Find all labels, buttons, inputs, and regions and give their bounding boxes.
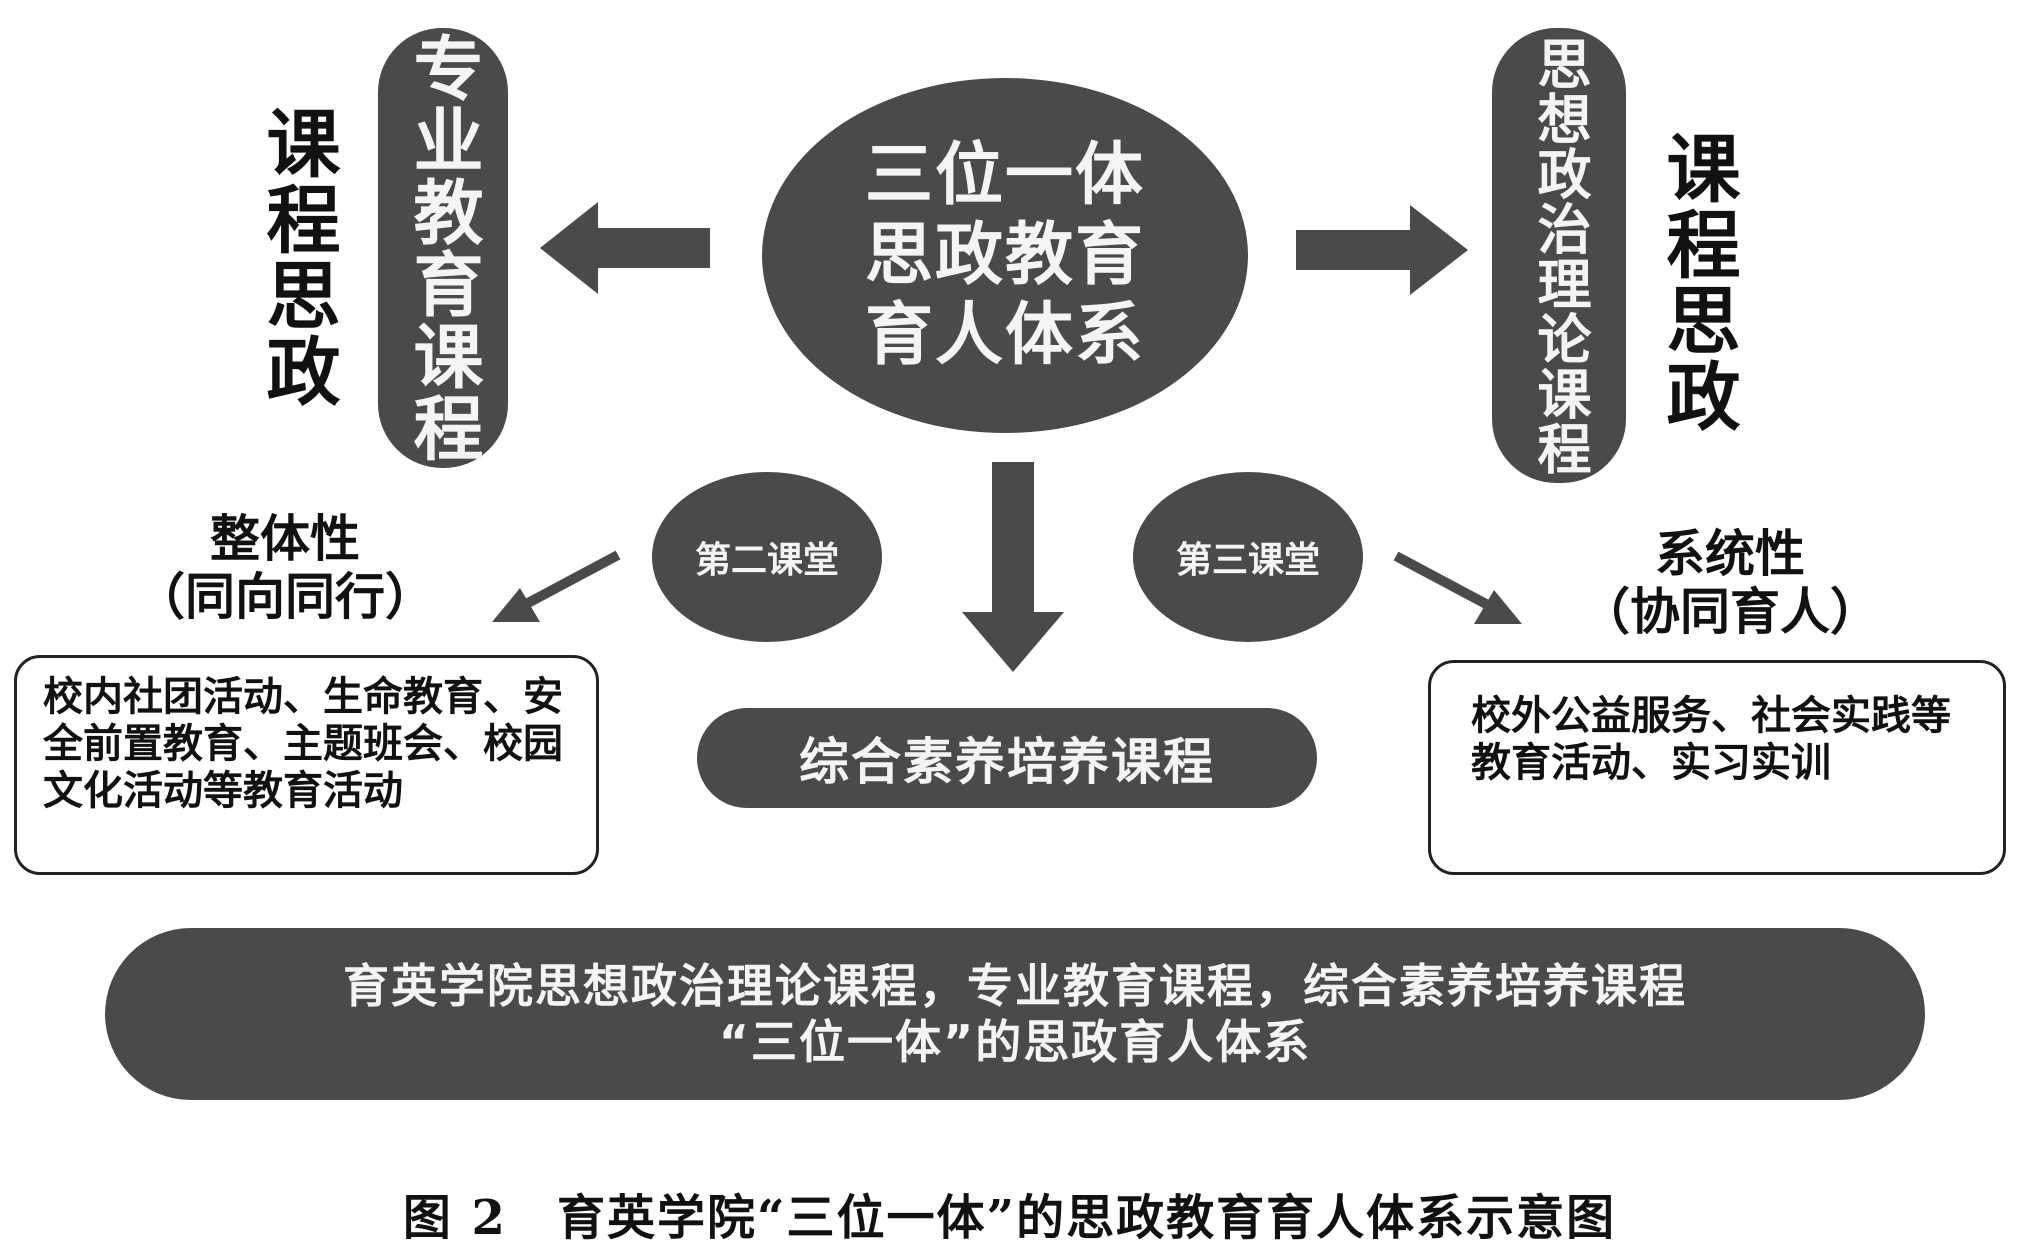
systematic-title: 系统性 bbox=[1655, 525, 1805, 583]
quality-course-pill: 综合素养培养课程 bbox=[697, 708, 1317, 808]
second-classroom-ellipse: 第二课堂 bbox=[652, 472, 882, 642]
central-system-ellipse: 三位一体 思政教育 育人体系 bbox=[762, 78, 1248, 433]
ideology-course-label: 思想政治理论课程 bbox=[1528, 35, 1591, 476]
systematic-heading: 系统性 （协同育人） bbox=[1560, 525, 1900, 641]
systematic-subtitle: （协同育人） bbox=[1580, 583, 1880, 641]
major-course-pill: 专业教育课程 bbox=[378, 28, 508, 468]
third-classroom-ellipse: 第三课堂 bbox=[1133, 472, 1363, 642]
arrow-to-right-box-shaft bbox=[1393, 551, 1489, 609]
arrow-to-right-box-head bbox=[1474, 590, 1522, 624]
campus-activities-box: 校内社团活动、生命教育、安全前置教育、主题班会、校园文化活动等教育活动 bbox=[14, 655, 599, 875]
major-course-label: 专业教育课程 bbox=[402, 32, 484, 464]
arrow-to-ideology-course bbox=[1296, 205, 1468, 295]
arrow-to-quality-course bbox=[962, 462, 1064, 672]
center-line-3: 育人体系 bbox=[864, 295, 1145, 375]
arrow-to-major-course bbox=[540, 202, 710, 294]
course-ideology-label-left: 课程思政 bbox=[254, 105, 340, 409]
campus-activities-text: 校内社团活动、生命教育、安全前置教育、主题班会、校园文化活动等教育活动 bbox=[43, 674, 563, 814]
external-activities-box: 校外公益服务、社会实践等教育活动、实习实训 bbox=[1428, 660, 2006, 875]
summary-line-2: “三位一体”的思政育人体系 bbox=[718, 1015, 1312, 1069]
center-line-2: 思政教育 bbox=[864, 215, 1145, 295]
course-ideology-label-right: 课程思政 bbox=[1654, 130, 1740, 434]
integrity-heading: 整体性 （同向同行） bbox=[120, 510, 450, 626]
integrity-subtitle: （同向同行） bbox=[135, 568, 435, 626]
summary-line-1: 育英学院思想政治理论课程，专业教育课程，综合素养培养课程 bbox=[343, 959, 1687, 1013]
external-activities-text: 校外公益服务、社会实践等教育活动、实习实训 bbox=[1471, 693, 1951, 786]
quality-course-label: 综合素养培养课程 bbox=[799, 733, 1215, 791]
summary-pill: 育英学院思想政治理论课程，专业教育课程，综合素养培养课程 “三位一体”的思政育人… bbox=[105, 928, 1925, 1100]
integrity-title: 整体性 bbox=[210, 510, 360, 568]
figure-caption: 图 2 育英学院“三位一体”的思政教育育人体系示意图 bbox=[402, 1190, 1617, 1246]
arrow-to-left-box-shaft bbox=[525, 550, 621, 608]
third-classroom-label: 第三课堂 bbox=[1175, 540, 1320, 581]
center-line-1: 三位一体 bbox=[864, 135, 1145, 215]
ideology-course-pill: 思想政治理论课程 bbox=[1492, 28, 1626, 483]
arrow-to-left-box-head bbox=[492, 588, 540, 622]
second-classroom-label: 第二课堂 bbox=[694, 540, 839, 581]
